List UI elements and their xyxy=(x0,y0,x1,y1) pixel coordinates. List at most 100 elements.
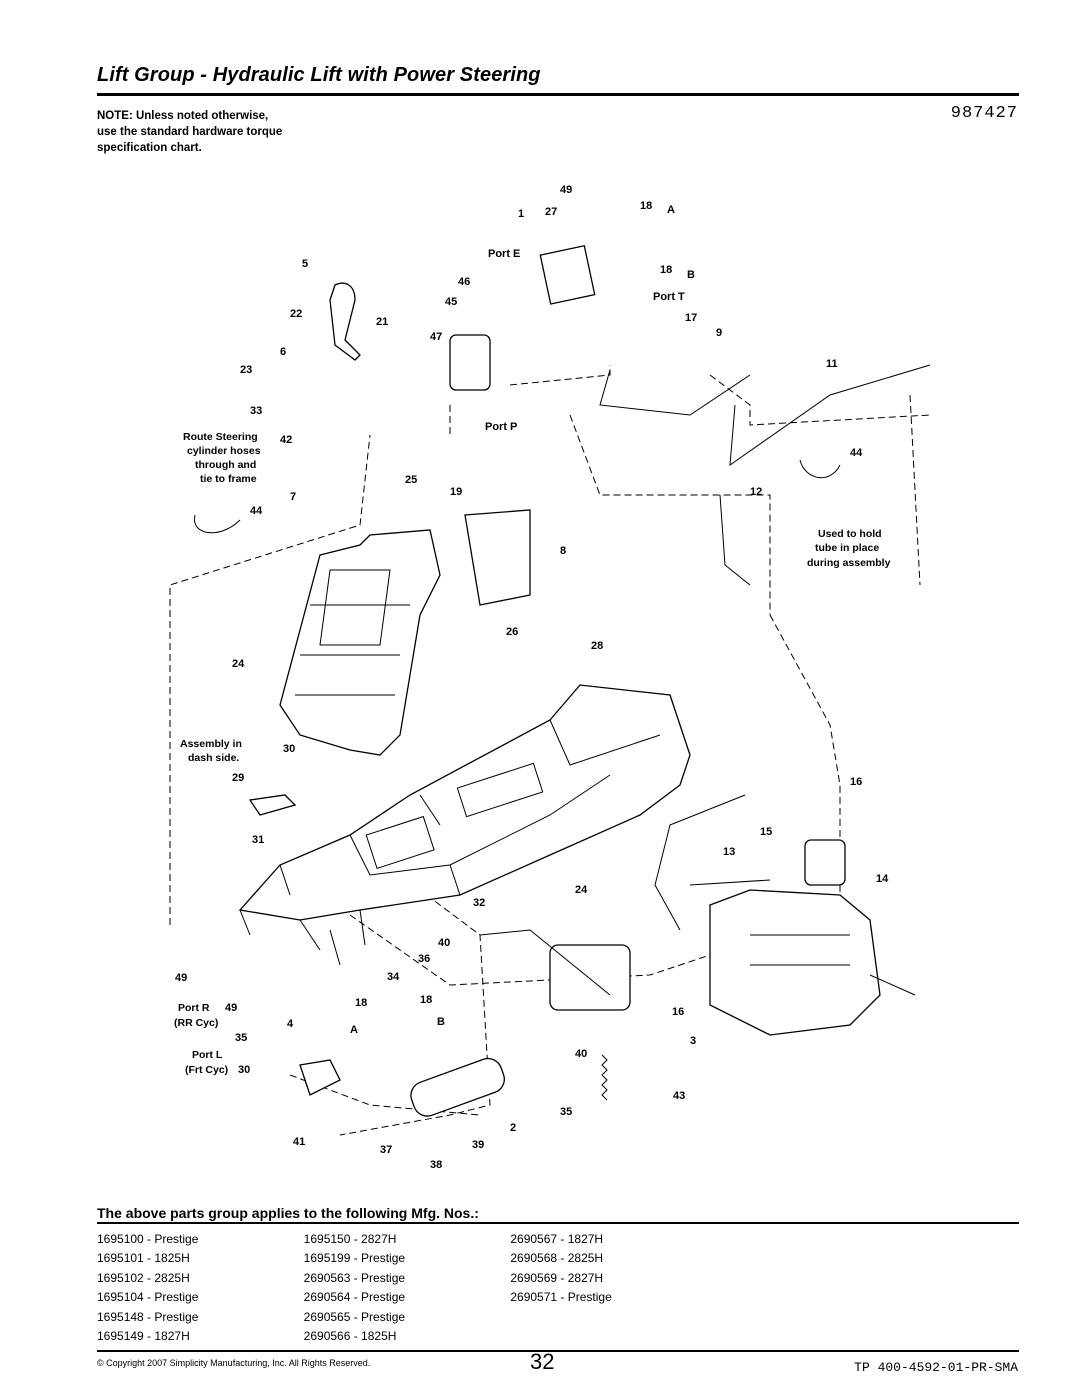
callout: Assembly in xyxy=(180,738,242,750)
table-cell: 2690568 - 2825H xyxy=(510,1251,604,1266)
callout: 5 xyxy=(302,258,308,270)
callout: 7 xyxy=(290,491,296,503)
callout: 4 xyxy=(287,1018,294,1030)
callout: (Frt Cyc) xyxy=(185,1064,228,1076)
table-cell: 2690569 - 2827H xyxy=(510,1270,604,1285)
callout: B xyxy=(437,1016,445,1028)
callout: 33 xyxy=(250,405,262,417)
callout: cylinder hoses xyxy=(187,445,261,457)
callout: Port T xyxy=(653,291,685,303)
callout: 32 xyxy=(473,897,485,909)
table-cell: 1695148 - Prestige xyxy=(97,1309,199,1324)
table-cell: 1695101 - 1825H xyxy=(97,1251,190,1266)
callout: 18 xyxy=(420,994,432,1006)
callout: 44 xyxy=(250,505,263,517)
callout: 24 xyxy=(232,658,245,670)
note-line: use the standard hardware torque xyxy=(97,126,283,138)
callout: 16 xyxy=(850,776,862,788)
page-title: Lift Group - Hydraulic Lift with Power S… xyxy=(97,64,541,86)
callout: 27 xyxy=(545,206,557,218)
callout: during assembly xyxy=(807,557,891,569)
callout: Route Steering xyxy=(183,431,258,443)
chassis-frame xyxy=(238,684,691,966)
footer-rule xyxy=(97,1350,1019,1352)
callout: Port L xyxy=(192,1049,223,1061)
transaxle xyxy=(689,879,916,1036)
table-cell: 2690564 - Prestige xyxy=(303,1290,406,1305)
callout: (RR Cyc) xyxy=(174,1017,218,1029)
table-cell: 1695149 - 1827H xyxy=(97,1329,190,1344)
callout: 40 xyxy=(438,937,450,949)
callout: 8 xyxy=(560,545,566,557)
callout: Port R xyxy=(178,1002,210,1014)
document-id: TP 400-4592-01-PR-SMA xyxy=(854,1360,1018,1375)
callout: 3 xyxy=(690,1035,696,1047)
table-cell: 2690571 - Prestige xyxy=(510,1290,612,1305)
callout: tube in place xyxy=(815,542,879,554)
table-cell: 1695100 - Prestige xyxy=(97,1231,199,1246)
note-line: NOTE: Unless noted otherwise, xyxy=(97,110,269,122)
callout: 34 xyxy=(387,971,400,983)
table-row: 1695148 - Prestige 2690565 - Prestige xyxy=(97,1307,717,1327)
table-cell: 2690563 - Prestige xyxy=(303,1270,406,1285)
callout: 30 xyxy=(283,743,295,755)
callout: 28 xyxy=(591,640,603,652)
callout: 39 xyxy=(472,1139,484,1151)
part-number: 987427 xyxy=(950,104,1018,123)
callout-labels: 49 1 27 18 A Port E 18 B 46 Port T 5 45 … xyxy=(174,184,891,1171)
lift-cylinder xyxy=(410,929,631,1117)
note-line: specification chart. xyxy=(97,142,202,154)
copyright-text: © Copyright 2007 Simplicity Manufacturin… xyxy=(97,1358,371,1368)
bracket xyxy=(299,1059,341,1096)
table-cell: 2690567 - 1827H xyxy=(510,1231,604,1246)
table-row: 1695104 - Prestige 2690564 - Prestige 26… xyxy=(97,1288,717,1308)
table-cell: 1695150 - 2827H xyxy=(303,1231,397,1246)
callout: 49 xyxy=(560,184,572,196)
table-row: 1695101 - 1825H 1695199 - Prestige 26905… xyxy=(97,1249,717,1269)
tie-strap xyxy=(194,514,241,534)
callout: 42 xyxy=(280,434,292,446)
callout: 19 xyxy=(450,486,462,498)
callout: 9 xyxy=(716,327,722,339)
callout: 45 xyxy=(445,296,457,308)
page-number: 32 xyxy=(530,1349,555,1374)
callout: 49 xyxy=(175,972,187,984)
callout: 29 xyxy=(232,772,244,784)
callout: 12 xyxy=(750,486,762,498)
callout: 35 xyxy=(560,1106,572,1118)
spring xyxy=(601,1054,608,1101)
callout: 30 xyxy=(238,1064,250,1076)
callout: through and xyxy=(195,459,256,471)
callout: 38 xyxy=(430,1159,442,1171)
callout: 21 xyxy=(376,316,388,328)
callout: 11 xyxy=(826,358,838,370)
section-rule xyxy=(97,1222,1019,1224)
callout: 31 xyxy=(252,834,264,846)
callout: 18 xyxy=(660,264,672,276)
callout: 41 xyxy=(293,1136,305,1148)
callout: 36 xyxy=(418,953,430,965)
callout: 18 xyxy=(355,997,367,1009)
table-cell: 1695104 - Prestige xyxy=(97,1290,199,1305)
callout: 47 xyxy=(430,331,442,343)
callout: 43 xyxy=(673,1090,685,1102)
callout: 35 xyxy=(235,1032,247,1044)
exploded-parts-diagram: 49 1 27 18 A Port E 18 B 46 Port T 5 45 … xyxy=(169,184,931,1171)
callout: Port E xyxy=(488,248,520,260)
mfg-number-table: 1695100 - Prestige 1695150 - 2827H 26905… xyxy=(97,1229,717,1346)
callout: 1 xyxy=(518,208,524,220)
callout: 22 xyxy=(290,308,302,320)
bracket xyxy=(248,794,297,816)
callout: A xyxy=(350,1024,358,1036)
callout: B xyxy=(687,269,695,281)
callout: tie to frame xyxy=(200,473,257,485)
table-cell: 2690565 - Prestige xyxy=(303,1309,406,1324)
callout: 2 xyxy=(510,1122,516,1134)
routing-dashes xyxy=(169,365,931,1136)
dash-frame xyxy=(279,529,441,756)
callout: 18 xyxy=(640,200,652,212)
hydraulic-tube xyxy=(599,364,931,586)
callout: Used to hold xyxy=(818,528,882,540)
callout: dash side. xyxy=(188,752,239,764)
callout: 17 xyxy=(685,312,697,324)
